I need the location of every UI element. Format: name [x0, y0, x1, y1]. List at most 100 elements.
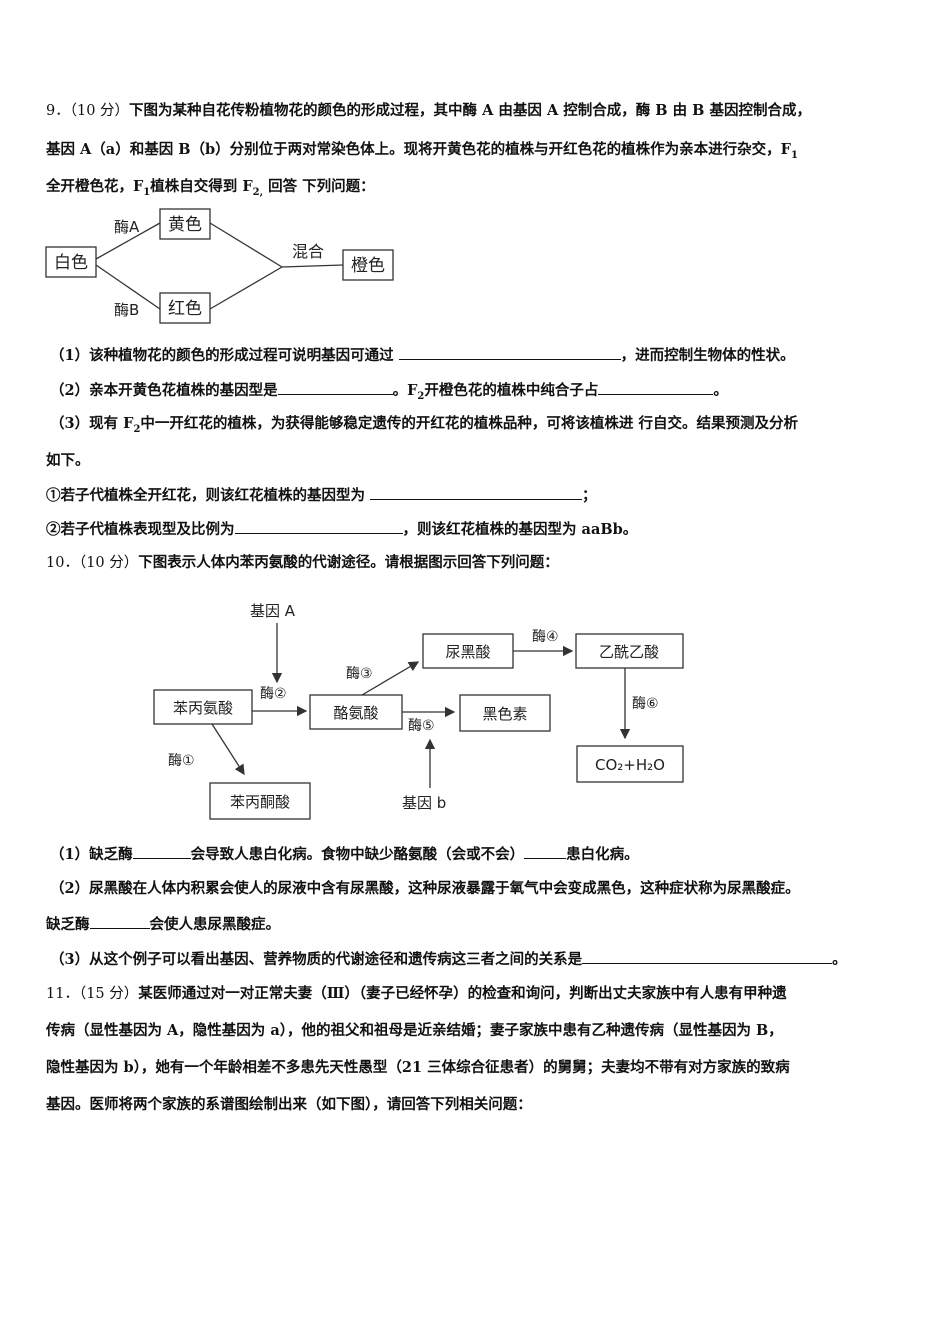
q9-sub3-text-a: （3）现有 F: [50, 415, 134, 432]
q10-sub1-text-a: （1）缺乏酶: [50, 846, 133, 863]
q10-sub2: （2）尿黑酸在人体内积累会使人的尿液中含有尿黑酸，这种尿液暴露于氧气中会变成黑色…: [50, 879, 800, 899]
q11-line4: 基因。医师将两个家族的系谱图绘制出来（如下图），请回答下列相关问题：: [46, 1095, 532, 1115]
q9-case1-text-b: ；: [582, 487, 597, 504]
q9-sub3: （3）现有 F2中一开红花的植株，为获得能够稳定遗传的开红花的植株品种，可将该植…: [50, 414, 798, 440]
q9-yellow-label: 黄色: [168, 215, 202, 235]
q9-sub1: （1）该种植物花的颜色的形成过程可说明基因可通过 ，进而控制生物体的性状。: [50, 345, 795, 366]
q11-line3: 隐性基因为 b），她有一个年龄相差不多患先天性愚型（21 三体综合征患者）的舅舅…: [46, 1058, 790, 1078]
q10-sub1-text-c: 患白化病。: [566, 846, 639, 863]
q9-stem-line2-sub: 1: [790, 149, 798, 161]
q9-sub3-sub: 2: [133, 423, 141, 435]
q10-number: 10．: [46, 555, 79, 571]
q11-line2: 传病（显性基因为 A，隐性基因为 a），他的祖父和祖母是近亲结婚；妻子家族中患有…: [46, 1021, 783, 1041]
q9-line2: 基因 A（a）和基因 B（b）分别位于两对常染色体上。现将开黄色花的植株与开红色…: [46, 140, 798, 166]
q10-acetoacetate-box: [575, 633, 684, 669]
q9-sub3-text-c: 如下。: [46, 452, 90, 469]
q10-ppa-box: [209, 782, 311, 820]
q11-stem-line1: 某医师通过对一对正常夫妻（Ⅲ）（妻子已经怀孕）的检查和询问，判断出丈夫家族中有人…: [138, 985, 787, 1002]
q9-stem-line3c: 回答 下列问题：: [263, 178, 375, 195]
q9-sub2-blank-2[interactable]: [598, 380, 714, 395]
q10-tyr-label: 酪氨酸: [333, 704, 378, 722]
q9-case2-text-b: ，则该红花植株的基因型为 aaBb。: [402, 521, 638, 538]
q10-intro: 下图表示人体内苯丙氨酸的代谢途径。请根据图示回答下列问题：: [138, 554, 559, 571]
q9-sub2-blank-1[interactable]: [277, 380, 393, 395]
q10-tyr-hga-arrow: [361, 661, 420, 696]
q9-stem-line3b: 植株自交得到 F: [150, 178, 253, 195]
q9-white-box: [45, 246, 97, 278]
q11-number: 11．: [46, 986, 79, 1002]
q10-hga-box: [422, 633, 514, 669]
q10-sub1-text-b: 会导致人患白化病。食物中缺少酪氨酸（会或不会）: [190, 846, 525, 863]
q10-enzyme5-label: 酶⑤: [408, 718, 435, 734]
q10-co2-box: [576, 745, 684, 783]
q10-enzyme1-label: 酶①: [168, 753, 195, 769]
q9-color-pathway-diagram: 白色 黄色 红色 橙色 酶A 酶B 混合: [45, 208, 394, 324]
q10-sub3-blank[interactable]: [582, 949, 833, 964]
q9-case1-text-a: ①若子代植株全开红花，则该红花植株的基因型为: [46, 487, 371, 504]
q10-gene-b-label: 基因 b: [402, 794, 446, 812]
q9-case1: ①若子代植株全开红花，则该红花植株的基因型为 ；: [46, 485, 597, 506]
q9-yellow-box: [159, 208, 211, 240]
q9-sub2-text-d: 。: [713, 382, 728, 399]
q11-score: （15 分）: [78, 986, 139, 1002]
q9-enzyme-a-label: 酶A: [114, 218, 140, 236]
q9-white-yellow-line: [95, 222, 161, 260]
q9-red-box: [159, 292, 211, 324]
q9-case1-blank[interactable]: [370, 485, 583, 500]
q9-sub2-sub: 2: [417, 390, 425, 402]
q9-sub3-text-b: 中一开红花的植株，为获得能够稳定遗传的开红花的植株品种，可将该植株进 行自交。结…: [140, 415, 798, 432]
q10-ppa-label: 苯丙酮酸: [230, 793, 290, 811]
q9-mix-label: 混合: [292, 242, 324, 261]
q9-sub1-text-b: ，进而控制生物体的性状。: [620, 347, 795, 364]
q9-case2: ②若子代植株表现型及比例为 ，则该红花植株的基因型为 aaBb。: [46, 519, 637, 540]
q9-merge-orange-line: [281, 264, 344, 268]
q9-yellow-merge-line: [209, 222, 283, 268]
q10-sub3: （3）从这个例子可以看出基因、营养物质的代谢途径和遗传病这三者之间的关系是 。: [50, 949, 847, 970]
q9-orange-label: 橙色: [351, 256, 385, 276]
q9-number: 9．: [46, 103, 70, 119]
q9-line1: 9．（10 分）下图为某种自花传粉植物花的颜色的形成过程，其中酶 A 由基因 A…: [46, 101, 811, 121]
q10-sub2-cont: 缺乏酶 会使人患尿黑酸症。: [46, 914, 280, 935]
q9-sub2-text-b: 。F: [392, 382, 418, 399]
q9-red-merge-line: [209, 266, 283, 310]
q9-line3: 全开橙色花，F1植株自交得到 F2, 回答 下列问题：: [46, 177, 375, 203]
q10-sub1-blank-2[interactable]: [524, 844, 567, 859]
q11-line1: 11．（15 分）某医师通过对一对正常夫妻（Ⅲ）（妻子已经怀孕）的检查和询问，判…: [46, 984, 787, 1004]
q10-sub3-text-a: （3）从这个例子可以看出基因、营养物质的代谢途径和遗传病这三者之间的关系是: [50, 951, 583, 968]
q10-acetoacetate-label: 乙酰乙酸: [599, 643, 659, 661]
q10-melanin-label: 黑色素: [482, 705, 527, 723]
q10-enzyme4-label: 酶④: [532, 629, 559, 645]
q10-sub1-blank-1[interactable]: [132, 844, 191, 859]
q9-white-label: 白色: [54, 253, 88, 273]
q9-stem-line3-sub1: 1: [143, 186, 151, 198]
q9-red-label: 红色: [168, 299, 202, 319]
q10-sub1: （1）缺乏酶 会导致人患白化病。食物中缺少酪氨酸（会或不会） 患白化病。: [50, 844, 639, 865]
q10-enzyme6-label: 酶⑥: [632, 696, 659, 712]
q9-score: （10 分）: [69, 103, 130, 119]
q9-stem-line1: 下图为某种自花传粉植物花的颜色的形成过程，其中酶 A 由基因 A 控制合成，酶 …: [129, 102, 811, 119]
q10-sub2-blank[interactable]: [89, 914, 150, 929]
q10-phe-label: 苯丙氨酸: [173, 699, 233, 717]
q10-sub2-text-c: 会使人患尿黑酸症。: [149, 916, 281, 933]
q9-sub2: （2）亲本开黄色花植株的基因型是。F2开橙色花的植株中纯合子占。: [50, 380, 728, 407]
q9-case2-text-a: ②若子代植株表现型及比例为: [46, 521, 235, 538]
q10-sub3-text-b: 。: [832, 951, 847, 968]
q10-hga-label: 尿黑酸: [445, 643, 490, 661]
q10-enzyme2-label: 酶②: [260, 686, 287, 702]
q10-co2-label: CO₂+H₂O: [595, 756, 665, 774]
q9-case2-blank[interactable]: [234, 519, 403, 534]
q10-phe-ppa-arrow: [211, 723, 245, 776]
q10-score: （10 分）: [78, 555, 139, 571]
q9-sub1-answer-blank[interactable]: [398, 345, 621, 360]
q11-stem-line4: 基因。医师将两个家族的系谱图绘制出来（如下图），请回答下列相关问题：: [46, 1096, 532, 1113]
q9-enzyme-b-label: 酶B: [114, 301, 139, 319]
q10-sub2-text-b: 缺乏酶: [46, 916, 90, 933]
q9-stem-line3-sub2: 2,: [252, 186, 264, 198]
q10-enzyme3-label: 酶③: [346, 666, 373, 682]
q9-sub2-text-a: （2）亲本开黄色花植株的基因型是: [50, 382, 278, 399]
q9-stem-line2: 基因 A（a）和基因 B（b）分别位于两对常染色体上。现将开黄色花的植株与开红色…: [46, 141, 791, 158]
q10-metabolic-pathway-diagram: 基因 A 苯丙氨酸 酶② 酪氨酸 酶③ 尿黑酸 酶④ 乙酰乙酸 酶⑥ CO₂+H…: [153, 602, 684, 820]
q9-stem-line3a: 全开橙色花，F: [46, 178, 144, 195]
q9-sub1-text-a: （1）该种植物花的颜色的形成过程可说明基因可通过: [50, 347, 399, 364]
q10-sub2-text-a: （2）尿黑酸在人体内积累会使人的尿液中含有尿黑酸，这种尿液暴露于氧气中会变成黑色…: [50, 880, 800, 897]
